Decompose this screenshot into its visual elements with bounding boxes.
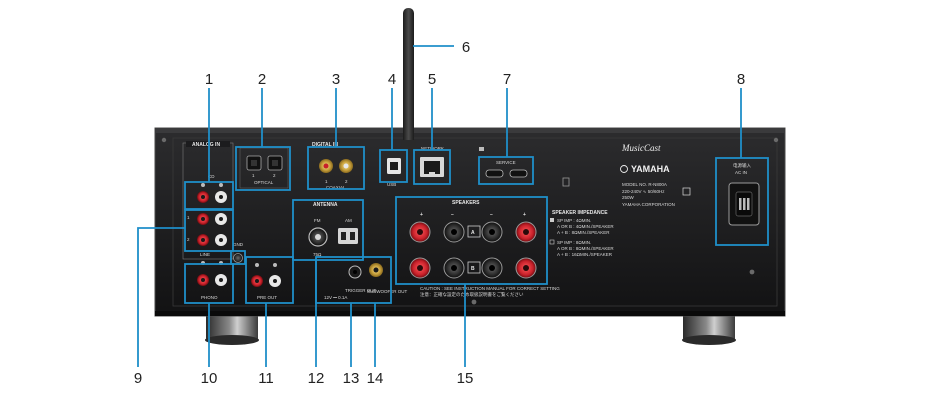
coaxial-1-label: 1 xyxy=(325,179,328,184)
power-rating: 220-240V ∿ 50/60Hz xyxy=(622,189,665,194)
feet xyxy=(205,312,736,345)
box-4-usb xyxy=(379,149,408,183)
callout-12: 12 xyxy=(308,370,325,387)
callout-4: 4 xyxy=(388,71,396,88)
subwoofer-out-label: SUBWOOFER OUT xyxy=(367,289,408,294)
box-11-pre-out xyxy=(245,256,294,304)
fm-label: FM xyxy=(314,218,321,223)
antenna-section: ANTENNA FM 75Ω AM xyxy=(308,202,358,257)
callout-6: 6 xyxy=(462,39,470,56)
optical-2-label: 2 xyxy=(273,173,276,178)
box-8-ac-in xyxy=(715,157,769,246)
callout-numbers: 1 2 3 4 5 6 7 8 9 10 11 12 13 14 15 xyxy=(134,39,745,387)
spk-b-label: B xyxy=(471,266,475,272)
gnd-terminal xyxy=(233,253,243,263)
spk-a-label: A xyxy=(471,230,475,236)
callout-7: 7 xyxy=(503,71,511,88)
fm-ohm-label: 75Ω xyxy=(313,252,322,257)
callout-5: 5 xyxy=(428,71,436,88)
spk-plus-right: + xyxy=(523,212,526,218)
box-15-speakers xyxy=(395,196,548,285)
impedance-line-1: SP IMP : 4ΩMIN. xyxy=(557,218,591,223)
speaker-impedance-label: SPEAKER IMPEDANCE xyxy=(552,210,608,216)
trigger-spec-label: 12V ⎓ 0.1A xyxy=(324,295,347,300)
service-label: SERVICE xyxy=(496,160,516,165)
callout-14: 14 xyxy=(367,370,384,387)
caution-label: CAUTION : SEE INSTRUCTION MANUAL FOR COR… xyxy=(420,286,560,291)
phono-label: PHONO xyxy=(201,295,218,300)
optical-1-label: 1 xyxy=(252,173,255,178)
box-2-optical xyxy=(235,146,291,191)
chassis xyxy=(154,127,786,317)
usb-label: USB xyxy=(387,182,396,187)
yamaha-logo: YAMAHA xyxy=(631,164,670,174)
box-7-service xyxy=(478,156,534,185)
wireless-antenna xyxy=(401,8,416,150)
subwoofer-out-section: SUBWOOFER OUT xyxy=(367,263,408,294)
impedance-line-3: A + B : 8ΩMIN./SPEAKER xyxy=(557,230,610,235)
callout-9: 9 xyxy=(134,370,142,387)
spk-minus-left: − xyxy=(451,212,454,218)
speakers-section: SPEAKERS + − − + A B CAUTION : SEE INSTR… xyxy=(409,200,560,298)
right-foot xyxy=(683,312,735,342)
coaxial-section: DIGITAL IN 1 2 COAXIAL xyxy=(312,142,353,190)
callout-10: 10 xyxy=(201,370,218,387)
coaxial-2-label: 2 xyxy=(345,179,348,184)
box-9-gnd xyxy=(230,250,246,265)
spk-minus-right: − xyxy=(490,212,493,218)
service-section: SERVICE xyxy=(479,147,570,187)
box-12-antenna xyxy=(292,199,364,261)
ac-in-jp-label: 电源输入 xyxy=(733,162,751,169)
digital-in-label: DIGITAL IN xyxy=(312,142,338,148)
analog-in-label: ANALOG IN xyxy=(192,142,220,148)
callout-15: 15 xyxy=(457,370,474,387)
speaker-impedance-section: SPEAKER IMPEDANCE SP IMP : 4ΩMIN. A OR B… xyxy=(549,210,614,257)
line-1-label: 1 xyxy=(187,215,190,220)
gnd-label: GND xyxy=(233,242,244,247)
coaxial-label: COAXIAL xyxy=(326,185,346,190)
callout-3: 3 xyxy=(332,71,340,88)
impedance-line-5: A OR B : 8ΩMIN./SPEAKER xyxy=(557,246,614,251)
impedance-line-2: A OR B : 4ΩMIN./SPEAKER xyxy=(557,224,614,229)
optical-label: OPTICAL xyxy=(254,180,274,185)
callout-1: 1 xyxy=(205,71,213,88)
pre-out-label: PRE OUT xyxy=(257,295,277,300)
pre-out-section: PRE OUT xyxy=(251,263,281,300)
rating-plate: MusicCast YAMAHA MODEL NO. R-N800A 220-2… xyxy=(620,143,691,207)
model-label: MODEL NO. R-N800A xyxy=(622,182,667,187)
spk-plus-left: + xyxy=(420,212,423,218)
cd-label: CD xyxy=(208,174,215,179)
leader-lines xyxy=(137,45,742,367)
left-foot xyxy=(206,312,258,342)
usb-section: USB xyxy=(387,158,401,187)
callout-8: 8 xyxy=(737,71,745,88)
line-label: LINE xyxy=(200,252,210,257)
callout-2: 2 xyxy=(258,71,266,88)
trigger-out-label: TRIGGER OUT xyxy=(345,288,377,293)
impedance-line-4: SP IMP : 8ΩMIN. xyxy=(557,240,591,245)
callout-11: 11 xyxy=(258,370,274,387)
impedance-line-6: A + B : 16ΩMIN./SPEAKER xyxy=(557,252,613,257)
caution-jp-label: 注意：正確な設定のため取扱説明書をご覧ください xyxy=(420,291,524,298)
analog-in-section: ANALOG IN CD 1 2 LINE GND PHONO xyxy=(182,141,244,300)
corp-label: YAMAHA CORPORATION xyxy=(622,202,675,207)
antenna-label: ANTENNA xyxy=(313,202,338,208)
box-9-line xyxy=(184,209,234,252)
watt-label: 250W xyxy=(622,195,635,200)
ac-in-label: AC IN xyxy=(735,170,747,175)
callout-13: 13 xyxy=(343,370,360,387)
ac-in-section: 电源输入 AC IN xyxy=(728,162,760,226)
speakers-label: SPEAKERS xyxy=(452,200,480,206)
optical-section: 1 2 OPTICAL xyxy=(239,147,289,189)
am-label: AM xyxy=(345,218,352,223)
trigger-out-section: 12V ⎓ 0.1A TRIGGER OUT xyxy=(324,265,377,300)
musiccast-logo: MusicCast xyxy=(621,143,661,153)
line-2-label: 2 xyxy=(187,237,190,242)
